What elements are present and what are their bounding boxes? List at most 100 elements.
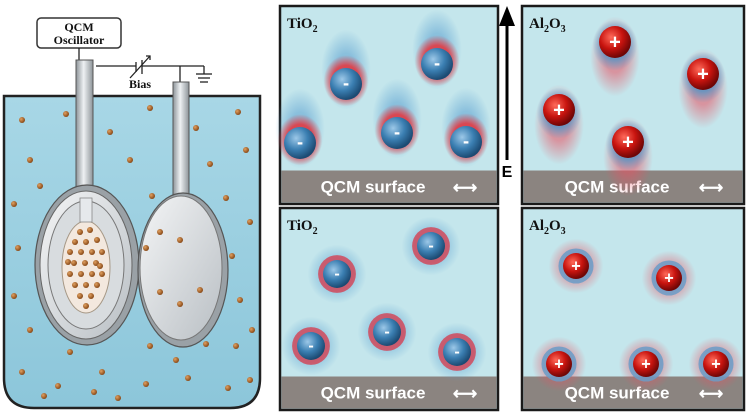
crystal-adsorbed-particles [65,227,105,309]
suspended-particle [127,157,133,163]
particle-core [443,338,471,366]
bias-label: Bias [129,77,151,91]
panel-title: TiO2 [287,218,318,237]
particle-core [450,126,482,158]
minus-icon: - [297,131,303,152]
minus-icon: - [394,121,400,142]
suspended-particle [115,395,121,401]
suspended-particle [143,245,149,251]
plus-icon: + [711,355,721,373]
adsorbed-particle [72,239,78,245]
tio2-field-off-panel: QCM surface⟷TiO2----- [278,206,500,412]
minus-icon: - [434,52,440,73]
particle-panels: QCM surface ⟷ TiO2 - - - - - QCM surface ⟷ Al2O3 + +… [275,4,746,412]
panel-title: Al2O3 [529,16,566,35]
adsorbed-particle [89,271,95,277]
qcm-surface-bar [281,376,497,409]
minus-icon: - [463,130,469,151]
minus-icon: - [454,342,459,360]
minus-icon: - [334,264,339,282]
positive-particle: + [548,238,604,294]
adsorbed-particle [78,271,84,277]
qcm-surface-label: QCM surface [321,178,426,197]
particle-core [563,253,589,279]
adsorbed-particle [89,249,95,255]
negative-particle: - [427,322,487,382]
suspended-particle [235,109,241,115]
suspended-particle [225,385,231,391]
al2o3-field-off-panel: QCM surface⟷Al2O3+++++ [520,206,746,412]
suspended-particle [207,161,213,167]
negative-particle: - [357,302,417,362]
minus-icon: - [384,322,389,340]
suspended-particle [173,357,179,363]
positive-particle: + [678,48,728,129]
particle-core [633,351,659,377]
suspended-particle [55,383,61,389]
suspended-particle [37,183,43,189]
suspended-particle [143,381,149,387]
suspended-particle [15,245,21,251]
adsorbed-particle [77,229,83,235]
particle-core [323,260,351,288]
oscillator-label-line2: Oscillator [54,33,105,47]
plus-icon: + [664,269,674,287]
suspended-particle [63,111,69,117]
counter-electrode-disk [137,192,229,348]
surface-arrow-icon: ⟷ [453,178,477,197]
particle-core [417,232,445,260]
suspended-particle [157,289,163,295]
suspended-particle [91,389,97,395]
negative-particle: - [412,9,462,90]
positive-particle: + [534,84,584,165]
suspended-particle [247,377,253,383]
surface-arrow-icon: ⟷ [453,384,477,403]
oscillator-label-line1: QCM [64,20,93,34]
suspended-particle [11,293,17,299]
negative-particle: - [321,29,371,110]
suspended-particle [247,219,253,225]
plus-icon: + [571,257,581,275]
plus-icon: + [553,100,565,122]
qcm-electrode-rod [75,59,94,199]
adsorbed-particle [99,271,105,277]
adsorbed-particle [83,303,89,309]
plus-icon: + [609,32,621,54]
particle-core [599,26,631,58]
negative-particle: - [307,244,367,304]
positive-particle: + [688,336,744,392]
suspended-particle [157,229,163,235]
particle-core [373,318,401,346]
plus-icon: + [697,64,709,86]
particle-core [687,58,719,90]
suspended-particle [177,237,183,243]
electric-field-indicator: E [499,6,515,181]
suspended-particle [223,195,229,201]
plus-icon: + [641,355,651,373]
particle-core [656,265,682,291]
adsorbed-particle [67,249,73,255]
suspended-particle [197,287,203,293]
suspended-particle [147,105,153,111]
suspended-particle [185,375,191,381]
particle-core [421,48,453,80]
positive-particle: + [531,336,587,392]
suspended-particle [243,147,249,153]
negative-particle: - [275,88,325,169]
adsorbed-particle [65,259,71,265]
positive-particle: + [641,250,697,306]
minus-icon: - [428,236,433,254]
bias-wiring [78,48,212,84]
minus-icon: - [343,72,349,93]
suspended-particle [237,297,243,303]
particle-core [612,126,644,158]
suspended-particle [203,341,209,347]
particle-core [330,68,362,100]
suspended-particle [149,193,155,199]
adsorbed-particle [87,227,93,233]
particle-core [546,351,572,377]
suspended-particle [27,157,33,163]
panel-title: Al2O3 [529,218,566,237]
qcm-surface-label: QCM surface [321,384,426,403]
qcm-apparatus: QCM Oscillator Bias [2,17,262,410]
